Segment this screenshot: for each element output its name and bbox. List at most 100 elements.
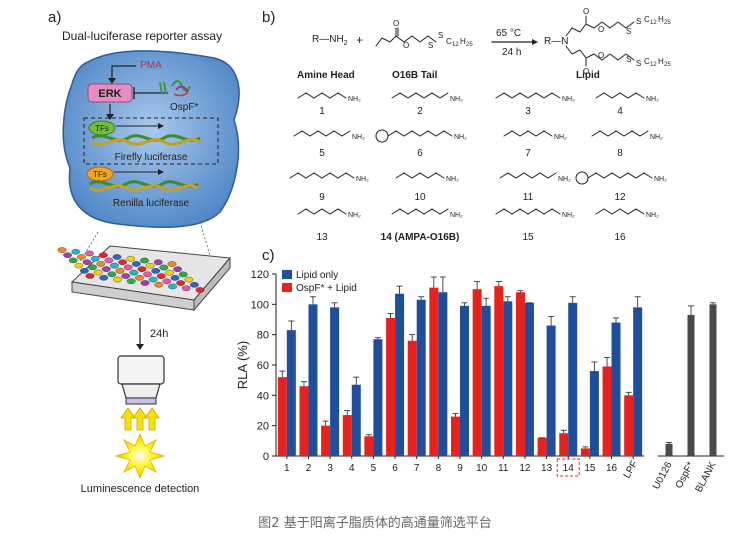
x-tick-label: 11	[498, 463, 509, 474]
amine-nh2-label: NH₂	[650, 134, 663, 141]
amine-nh2-label: NH₂	[450, 96, 463, 103]
svg-text:25: 25	[466, 42, 473, 48]
amine-nh2-label: NH₂	[646, 96, 659, 103]
legend-label: Lipid only	[296, 270, 338, 281]
plate-well	[110, 262, 119, 269]
light-arrows-icon	[120, 407, 160, 431]
reaction-time: 24 h	[502, 47, 521, 58]
bar-lipid-only	[481, 305, 491, 456]
svg-text:H: H	[658, 15, 664, 24]
renilla-label: Renilla luciferase	[113, 198, 190, 209]
plate-well	[181, 285, 191, 292]
amine-structure	[591, 130, 649, 137]
amine-nh2-label: NH₂	[646, 212, 659, 219]
svg-text:S: S	[636, 17, 641, 26]
amine-structure	[503, 130, 553, 137]
bar-lipid-only	[546, 325, 556, 456]
amine-nh2-label: NH₂	[562, 96, 575, 103]
tfs-label-2: TFs	[93, 170, 107, 179]
x-tick-label: 2	[306, 463, 312, 474]
svg-text:12: 12	[452, 42, 459, 48]
bar-lipid-only	[524, 302, 534, 456]
control-bar	[665, 443, 673, 456]
plate-well	[151, 268, 161, 274]
svg-text:S: S	[636, 59, 641, 68]
bar-lipid-only	[330, 307, 340, 456]
plate-well	[82, 259, 92, 265]
incubation-arrow-head	[136, 344, 144, 350]
svg-text:H: H	[460, 37, 466, 46]
x-tick-label: 7	[414, 463, 420, 474]
bar-lipid-only	[416, 299, 426, 456]
y-tick-label: 100	[251, 299, 269, 311]
bar-lipid-only	[373, 339, 383, 456]
amine-ring	[575, 171, 589, 185]
svg-text:O: O	[393, 19, 399, 28]
erk-arrow-head	[106, 114, 114, 120]
bar-ospf-lipid	[602, 366, 612, 456]
bar-ospf-lipid	[472, 289, 482, 456]
panel-b-label: b)	[262, 9, 275, 26]
bar-ospf-lipid	[559, 433, 569, 456]
assay-title: Dual-luciferase reporter assay	[62, 29, 222, 43]
plate-well	[115, 268, 125, 274]
x-tick-label: 9	[457, 463, 463, 474]
bar-ospf-lipid	[624, 395, 634, 456]
amine-structure	[297, 208, 347, 215]
plate-well	[154, 281, 164, 288]
amine-structure	[495, 92, 561, 99]
amine-number: 2	[417, 106, 423, 117]
svg-text:S: S	[626, 55, 631, 64]
bar-ospf-lipid	[386, 317, 396, 456]
bar-ospf-lipid	[277, 377, 287, 456]
amine-number: 9	[319, 192, 325, 203]
amine-structure	[495, 208, 561, 215]
svg-text:O: O	[598, 51, 604, 60]
tfs-label-1: TFs	[95, 124, 109, 133]
detection-label: Luminescence detection	[81, 483, 200, 495]
plate-well	[156, 273, 166, 279]
reaction-temp: 65 °C	[496, 28, 521, 39]
amine-nh2-label: NH₂	[352, 134, 365, 141]
legend-swatch	[282, 270, 292, 279]
plate-well	[98, 252, 108, 259]
firefly-dashed-box	[83, 117, 219, 165]
y-tick-label: 60	[257, 360, 269, 372]
reactant-amine: R—NH2	[312, 34, 348, 47]
renilla-arrow-head	[158, 169, 164, 175]
well-plate	[57, 245, 232, 312]
plate-well	[57, 247, 67, 253]
bar-lipid-only	[395, 293, 405, 456]
x-tick-label: 13	[541, 463, 553, 474]
x-tick-label: 6	[392, 463, 398, 474]
amine-number: 14 (AMPA-O16B)	[381, 232, 460, 243]
svg-text:25: 25	[664, 20, 671, 26]
plate-well	[143, 271, 152, 278]
bar-lipid-only	[611, 322, 621, 456]
y-axis-label: RLA (%)	[235, 341, 250, 389]
amine-structure	[595, 208, 645, 215]
svg-text:12: 12	[650, 62, 657, 68]
panel-b: b) R—NH2 + O O S S C 12 H 25 65 °C 24 h …	[262, 7, 671, 243]
plate-well	[113, 276, 122, 283]
amine-number: 7	[525, 148, 531, 159]
bar-lipid-only	[460, 305, 469, 456]
plate-well	[76, 254, 86, 260]
bar-ospf-lipid	[429, 287, 439, 456]
erk-box	[87, 83, 133, 103]
bar-ospf-lipid	[364, 436, 374, 456]
luminometer-icon	[117, 355, 165, 405]
svg-text:S: S	[438, 31, 443, 40]
ospf-label: OspF*	[170, 102, 198, 113]
panel-c-label: c)	[262, 247, 275, 264]
plate-well	[134, 274, 144, 281]
amine-nh2-label: NH₂	[558, 176, 571, 183]
dna-helix-firefly	[91, 134, 201, 146]
dna-helix-renilla	[89, 180, 199, 192]
amine-number: 4	[617, 106, 623, 117]
plate-well	[99, 274, 109, 281]
plate-well	[170, 275, 180, 281]
acrylate-tail-structure: O O S S C 12 H 25	[375, 19, 473, 50]
